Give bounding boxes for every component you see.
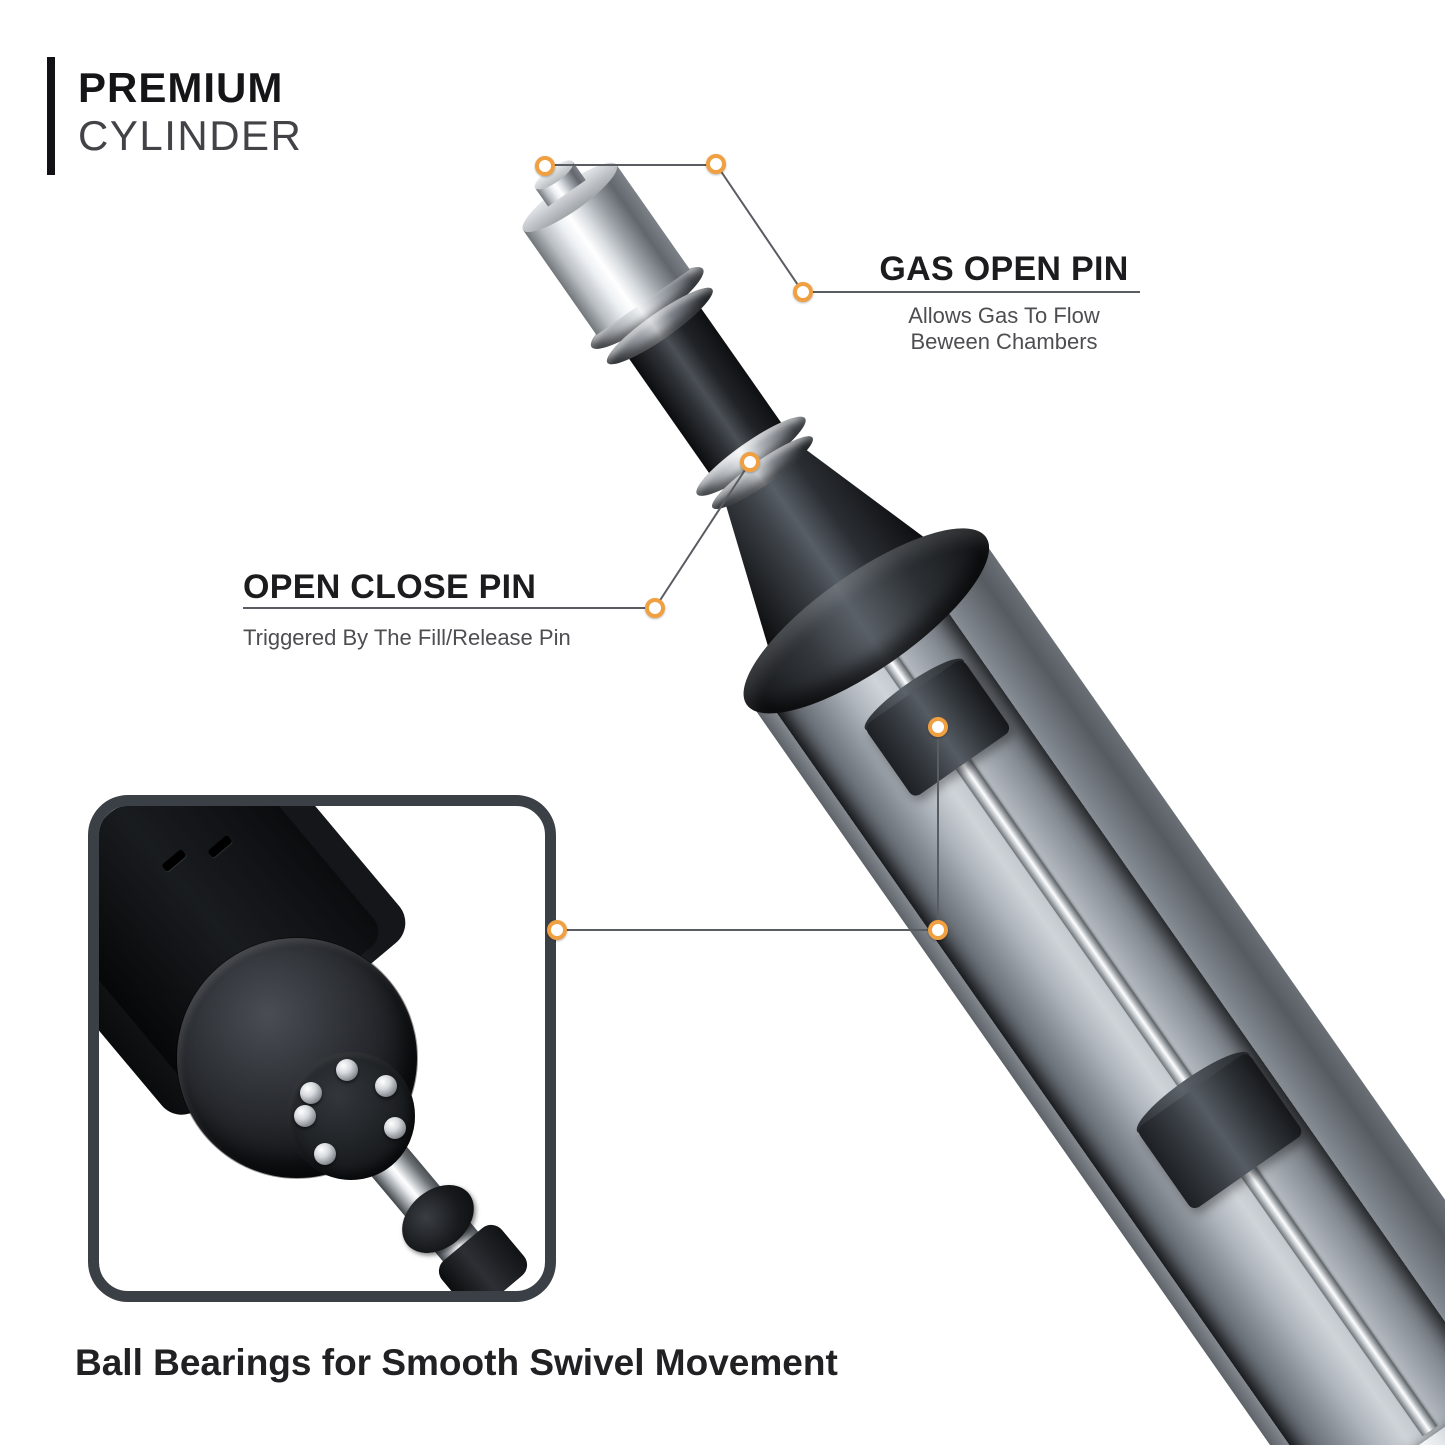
callout-point-marker-icon — [928, 717, 948, 737]
ball-bearings-caption: Ball Bearings for Smooth Swivel Movement — [75, 1342, 838, 1383]
callout-point-marker-icon — [547, 920, 567, 940]
bearing-ball — [375, 1075, 397, 1097]
callout-point-marker-icon — [793, 282, 813, 302]
brand-title-cylinder: CYLINDER — [78, 112, 303, 159]
brand-accent-bar — [47, 57, 55, 175]
callout-line — [545, 164, 716, 166]
open-close-pin-callout: OPEN CLOSE PIN Triggered By The Fill/Rel… — [243, 568, 663, 651]
callout-line — [937, 735, 939, 931]
bearing-ball — [384, 1117, 406, 1139]
callout-point-marker-icon — [706, 154, 726, 174]
bearing-ball — [314, 1143, 336, 1165]
gas-open-pin-callout: GAS OPEN PIN Allows Gas To Flow Beween C… — [858, 250, 1150, 356]
ball-bearing-inset — [88, 795, 556, 1302]
callout-point-marker-icon — [535, 156, 555, 176]
bearing-ball — [300, 1082, 322, 1104]
gas-open-pin-subtitle-1: Allows Gas To Flow — [908, 303, 1100, 328]
open-close-pin-subtitle: Triggered By The Fill/Release Pin — [243, 625, 571, 650]
gas-open-pin-subtitle-2: Beween Chambers — [910, 329, 1098, 355]
bearing-ball — [294, 1105, 316, 1127]
callout-line — [557, 929, 938, 931]
bearing-ball — [336, 1059, 358, 1081]
callout-point-marker-icon — [928, 920, 948, 940]
callout-line — [243, 607, 655, 609]
gas-open-pin-title: GAS OPEN PIN — [879, 250, 1129, 288]
callout-line — [806, 291, 1140, 293]
open-close-pin-title: OPEN CLOSE PIN — [243, 568, 537, 606]
callout-point-marker-icon — [740, 452, 760, 472]
callout-point-marker-icon — [645, 598, 665, 618]
brand-title-premium: PREMIUM — [78, 64, 284, 111]
